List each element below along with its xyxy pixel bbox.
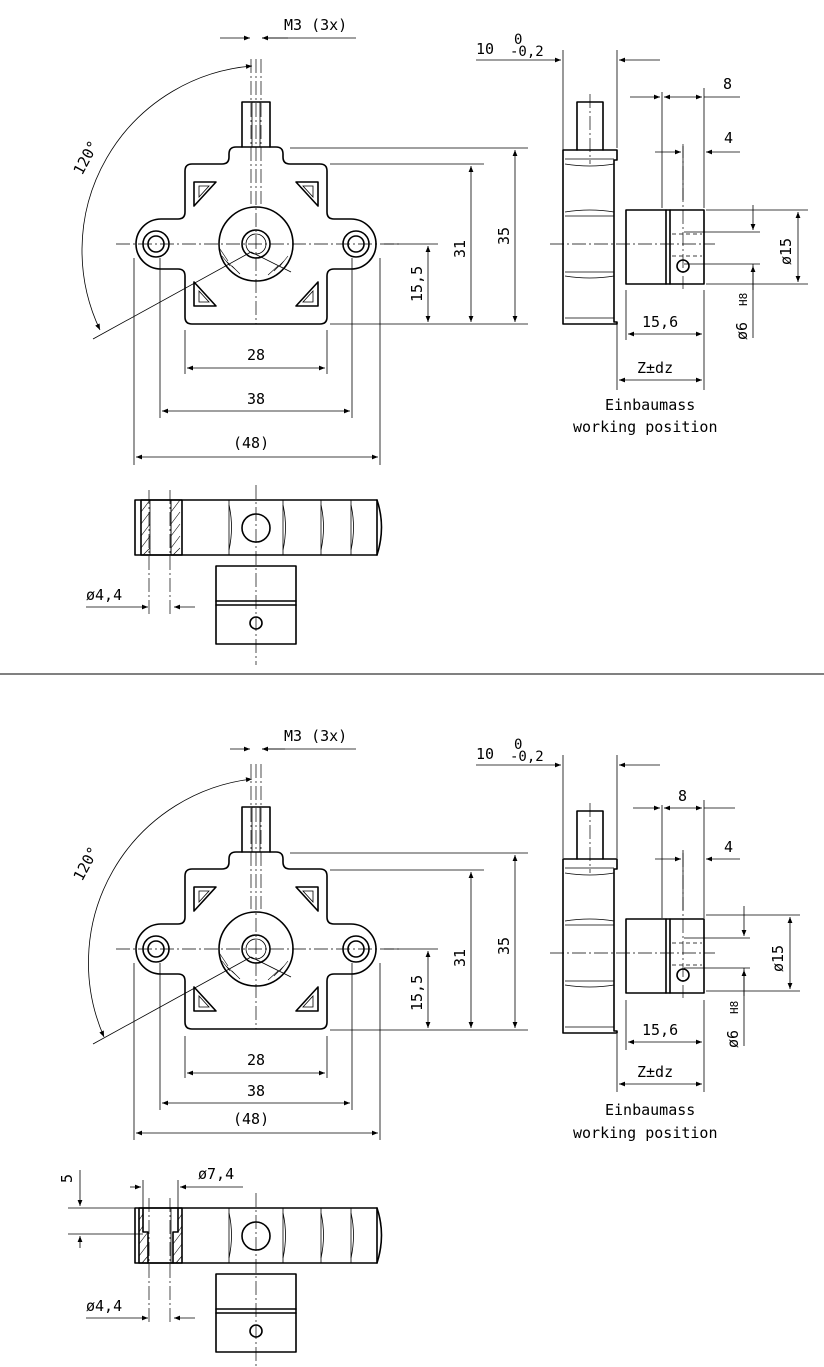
dim-6-label-lower: ø6	[724, 1030, 742, 1048]
dim-15-label: ø15	[777, 238, 795, 265]
caption-de-lower: Einbaumass	[605, 1101, 695, 1119]
dim-38-label-lower: 38	[247, 1082, 265, 1100]
dim-4-4-label-lower: ø4,4	[86, 1297, 122, 1315]
dim-15-label-lower: ø15	[769, 945, 787, 972]
dim-z-label: Z±dz	[637, 359, 673, 377]
tol-lower-label: -0,2	[510, 44, 544, 60]
depth-label-lower: 10	[476, 745, 494, 763]
upper-drawing: M3 (3x) 120° 35 31 15,5 28 38 (48) 10	[70, 16, 808, 666]
thread-label-lower: M3 (3x)	[284, 727, 347, 745]
dim-31-label-lower: 31	[451, 949, 469, 967]
dim-38-label: 38	[247, 390, 265, 408]
angle-label-lower: 120°	[70, 844, 103, 884]
dim-31-label: 31	[451, 240, 469, 258]
thread-label: M3 (3x)	[284, 16, 347, 34]
dim-35-label-lower: 35	[495, 937, 513, 955]
dim-5-label: 5	[58, 1174, 76, 1183]
side-view	[549, 93, 716, 325]
dim-8-label-lower: 8	[678, 787, 687, 805]
fit-label: H8	[737, 293, 750, 306]
dim-48-label: (48)	[233, 434, 269, 452]
tol-upper-label: 0	[514, 32, 522, 48]
dim-48-label-lower: (48)	[233, 1110, 269, 1128]
dim-15-6-label-lower: 15,6	[642, 1021, 678, 1039]
caption-de: Einbaumass	[605, 396, 695, 414]
lower-drawing: M3 (3x) 120° 35 31 15,5 28 38 (48) 10	[58, 727, 800, 1367]
tol-lower-label-lower: -0,2	[510, 749, 544, 765]
dim-4-label: 4	[724, 129, 733, 147]
dim-7-4-label: ø7,4	[198, 1165, 234, 1183]
front-view-lower	[92, 763, 402, 1045]
depth-label: 10	[476, 40, 494, 58]
dim-4-4-label: ø4,4	[86, 586, 122, 604]
dim-28-label: 28	[247, 346, 265, 364]
front-view	[92, 58, 402, 340]
dim-15-5-label-lower: 15,5	[408, 975, 426, 1011]
bottom-section-hatching	[140, 499, 183, 556]
fit-label-lower: H8	[728, 1001, 741, 1014]
dim-z-label-lower: Z±dz	[637, 1063, 673, 1081]
bottom-view	[134, 484, 383, 666]
dim-6-label: ø6	[733, 322, 751, 340]
dim-15-5-label: 15,5	[408, 266, 426, 302]
dim-8-label: 8	[723, 75, 732, 93]
tol-upper-label-lower: 0	[514, 737, 522, 753]
angle-label: 120°	[70, 138, 103, 178]
bottom-view-lower	[134, 1192, 383, 1367]
dim-15-6-label: 15,6	[642, 313, 678, 331]
caption-en-lower: working position	[573, 1124, 718, 1142]
side-view-lower	[549, 802, 716, 1034]
counterbore-section	[138, 1207, 183, 1264]
dim-28-label-lower: 28	[247, 1051, 265, 1069]
dim-35-label: 35	[495, 227, 513, 245]
dim-4-label-lower: 4	[724, 838, 733, 856]
caption-en: working position	[573, 418, 718, 436]
